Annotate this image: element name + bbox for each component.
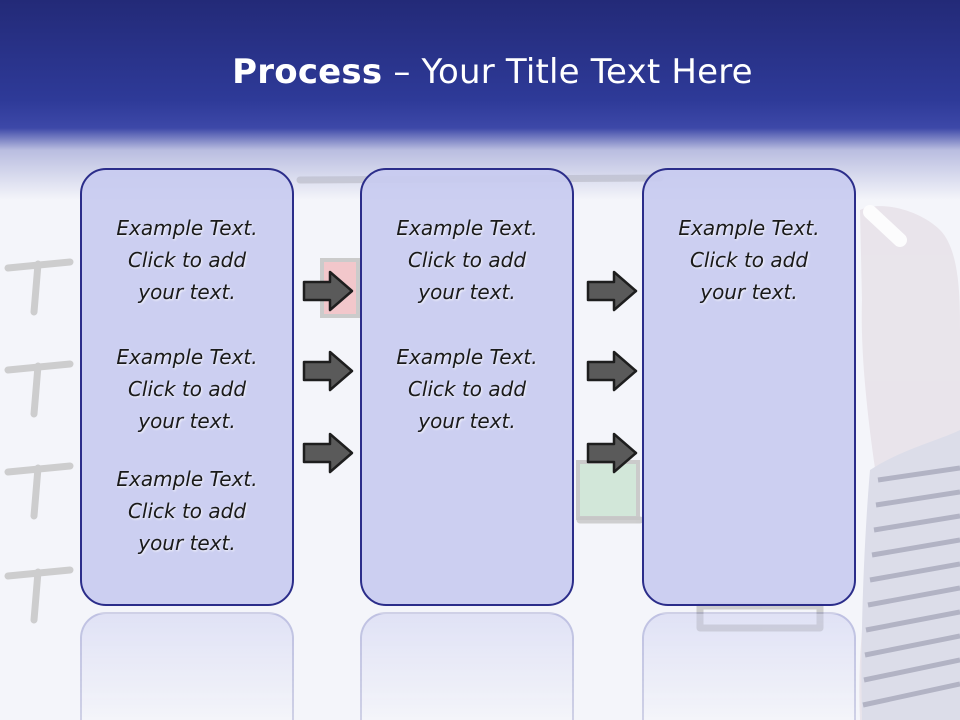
text-line: Example Text. <box>116 216 258 240</box>
text-line: Click to add <box>127 248 247 272</box>
text-line: Click to add <box>407 377 527 401</box>
right-arrow-icon <box>586 432 638 474</box>
text-line: Click to add <box>127 377 247 401</box>
text-line: your text. <box>138 280 236 304</box>
text-line: your text. <box>138 409 236 433</box>
process-box-2[interactable]: Example Text. Click to add your text. Ex… <box>360 168 574 606</box>
process-box-1[interactable]: Example Text. Click to add your text. Ex… <box>80 168 294 606</box>
right-arrow-icon <box>302 270 354 312</box>
text-line: Click to add <box>127 499 247 523</box>
text-block[interactable]: Example Text. Click to add your text. <box>82 212 292 308</box>
text-block[interactable]: Example Text. Click to add your text. <box>644 212 854 308</box>
process-box-3[interactable]: Example Text. Click to add your text. <box>642 168 856 606</box>
text-line: your text. <box>138 531 236 555</box>
box-reflection <box>80 612 294 720</box>
slide-title[interactable]: Process – Your Title Text Here <box>0 52 960 92</box>
text-line: Click to add <box>689 248 809 272</box>
right-arrow-icon <box>586 270 638 312</box>
text-line: Example Text. <box>396 345 538 369</box>
text-line: your text. <box>418 280 516 304</box>
text-line: Example Text. <box>396 216 538 240</box>
text-line: your text. <box>700 280 798 304</box>
right-arrow-icon <box>302 350 354 392</box>
text-line: Example Text. <box>116 345 258 369</box>
title-rest: – Your Title Text Here <box>393 52 753 92</box>
title-bold: Process <box>232 52 383 92</box>
text-line: Example Text. <box>116 467 258 491</box>
text-line: your text. <box>418 409 516 433</box>
text-line: Click to add <box>407 248 527 272</box>
text-block[interactable]: Example Text. Click to add your text. <box>82 341 292 437</box>
box-reflection <box>642 612 856 720</box>
header-band <box>0 0 960 200</box>
text-block[interactable]: Example Text. Click to add your text. <box>362 341 572 437</box>
right-arrow-icon <box>302 432 354 474</box>
text-block[interactable]: Example Text. Click to add your text. <box>362 212 572 308</box>
box-reflection <box>360 612 574 720</box>
text-block[interactable]: Example Text. Click to add your text. <box>82 463 292 559</box>
text-line: Example Text. <box>678 216 820 240</box>
right-arrow-icon <box>586 350 638 392</box>
